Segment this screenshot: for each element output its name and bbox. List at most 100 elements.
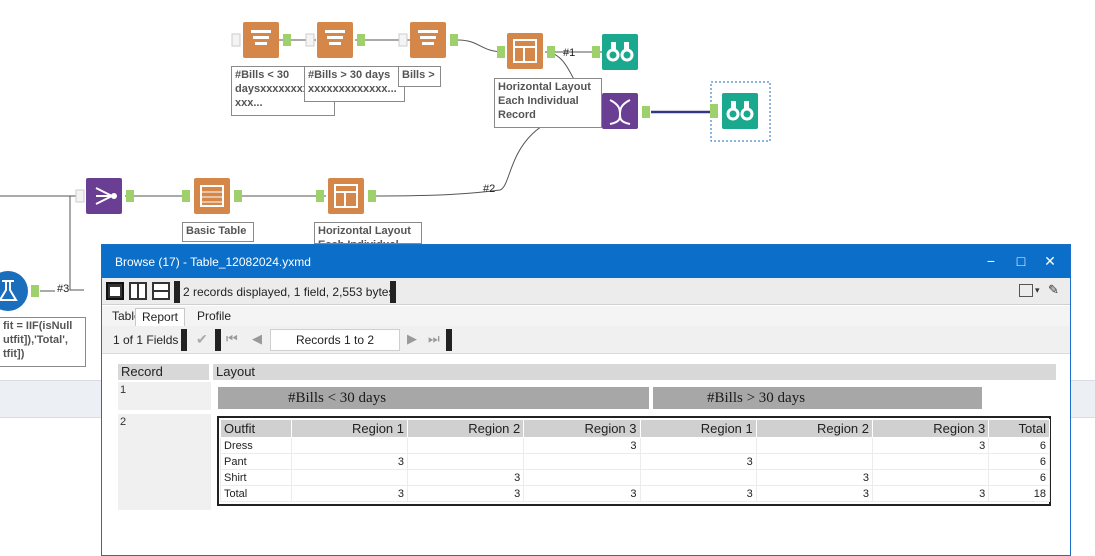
maximize-button[interactable]: □ (1016, 253, 1026, 269)
minimize-button[interactable]: − (986, 253, 996, 269)
browse-titlebar[interactable]: Browse (17) - Table_12082024.yxmd − □ ✕ (102, 245, 1070, 278)
pin-icon[interactable]: ✎ (1048, 282, 1059, 297)
annotation-bills-gt-30[interactable]: #Bills > 30 days xxxxxxxxxxxxx... (304, 66, 405, 102)
records-range[interactable]: Records 1 to 2 (270, 329, 400, 351)
column-header-layout[interactable]: Layout (213, 364, 1056, 380)
bills-lt-30-header: #Bills < 30 days (218, 387, 649, 409)
connection-label-1: #1 (563, 47, 576, 59)
cell: Dress (220, 437, 292, 454)
annotation-formula[interactable]: fit = IIF(isNull utfit]),'Total', tfit]) (0, 317, 86, 367)
annotation-horizontal-layout-1[interactable]: Horizontal Layout Each Individual Record (494, 78, 602, 128)
nav-separator (215, 329, 221, 351)
column-header-record[interactable]: Record (118, 364, 209, 380)
browse-tabs: Table Report Profile (102, 306, 1070, 326)
browse-tool-selected[interactable] (710, 81, 771, 142)
next-record-icon[interactable]: ▶ (407, 331, 417, 346)
cell: 3 (523, 485, 641, 502)
formula-tool[interactable] (0, 271, 55, 311)
cell: 3 (407, 485, 525, 502)
th-region-2b: Region 2 (755, 419, 874, 438)
cell: Total (220, 485, 292, 502)
cell: 3 (639, 453, 757, 470)
record-number-2: 2 (120, 416, 127, 428)
record-cell-2 (118, 414, 211, 510)
outfit-region-table: Outfit Region 1 Region 2 Region 3 Region… (217, 416, 1051, 506)
cell: 6 (988, 453, 1050, 470)
bills-gt-30-header: #Bills > 30 days (653, 387, 982, 409)
nav-separator (446, 329, 452, 351)
cell: 3 (755, 485, 874, 502)
cell: 3 (523, 437, 641, 454)
cell: 3 (872, 485, 990, 502)
union-tool[interactable] (75, 178, 134, 214)
record-cell-1 (118, 382, 211, 410)
cell (290, 469, 409, 486)
table-row-total: Total 3 3 3 3 3 3 18 (220, 485, 1050, 502)
summarize-tool-1[interactable] (231, 22, 291, 58)
layout-tool-1[interactable] (497, 33, 555, 69)
cell (755, 453, 874, 470)
th-outfit: Outfit (220, 419, 292, 438)
first-record-icon[interactable]: ⏮ (226, 331, 238, 346)
layout-tool-2[interactable] (316, 178, 376, 214)
split-horizontal-icon[interactable] (129, 282, 147, 300)
split-vertical-icon[interactable] (152, 282, 170, 300)
cell (639, 437, 757, 454)
table-tool[interactable] (182, 178, 242, 214)
cell (407, 437, 525, 454)
annotation-basic-table[interactable]: Basic Table (182, 222, 254, 242)
dropdown-chevron-icon[interactable]: ▾ (1035, 285, 1040, 295)
cell: 3 (290, 485, 409, 502)
cell: 18 (988, 485, 1050, 502)
summarize-tool-3[interactable] (398, 22, 458, 58)
cell: Shirt (220, 469, 292, 486)
nav-separator (181, 329, 187, 351)
cell (755, 437, 874, 454)
close-button[interactable]: ✕ (1044, 253, 1056, 269)
cell: 6 (988, 437, 1050, 454)
cell (639, 469, 757, 486)
export-icon[interactable] (1019, 284, 1033, 297)
cell: 3 (872, 437, 990, 454)
cell: 6 (988, 469, 1050, 486)
browse-tool-1[interactable] (592, 34, 638, 70)
annotation-horizontal-layout-2[interactable]: Horizontal Layout Each Individual... (314, 222, 422, 244)
table-header-row: Outfit Region 1 Region 2 Region 3 Region… (220, 419, 1050, 438)
record-navigation: 1 of 1 Fields ✔ ⏮ ◀ Records 1 to 2 ▶ ⏭ (102, 326, 1070, 354)
table-row: Shirt 3 3 6 (220, 469, 1050, 486)
last-record-icon[interactable]: ⏭ (428, 331, 440, 346)
previous-record-icon[interactable]: ◀ (252, 331, 262, 346)
cell: Pant (220, 453, 292, 470)
tab-profile[interactable]: Profile (197, 309, 232, 323)
record-number-1: 1 (120, 384, 127, 396)
annotation-bills[interactable]: Bills > (398, 66, 441, 87)
browse-window[interactable]: Browse (17) - Table_12082024.yxmd − □ ✕ … (101, 244, 1071, 556)
th-region-2: Region 2 (407, 419, 525, 438)
th-total: Total (988, 419, 1050, 438)
summarize-tool-2[interactable] (305, 22, 365, 58)
tab-table[interactable]: Table (112, 309, 141, 323)
cell (523, 453, 641, 470)
checkmark-icon[interactable]: ✔ (196, 331, 208, 347)
connection-label-3: #3 (57, 283, 70, 295)
connection-label-2: #2 (483, 183, 496, 195)
cell: 3 (407, 469, 525, 486)
table-row: Pant 3 3 6 (220, 453, 1050, 470)
th-region-1: Region 1 (290, 419, 409, 438)
th-region-1b: Region 1 (639, 419, 757, 438)
cell (290, 437, 409, 454)
cell (872, 453, 990, 470)
th-region-3b: Region 3 (872, 419, 990, 438)
table-row: Dress 3 3 6 (220, 437, 1050, 454)
cell: 3 (639, 485, 757, 502)
cell (407, 453, 525, 470)
th-region-3: Region 3 (523, 419, 641, 438)
cell: 3 (290, 453, 409, 470)
single-view-icon[interactable] (106, 282, 124, 300)
tab-report[interactable]: Report (135, 308, 186, 326)
toolbar-separator (174, 281, 180, 303)
toolbar-separator (390, 281, 396, 303)
fields-count[interactable]: 1 of 1 Fields (113, 333, 179, 347)
